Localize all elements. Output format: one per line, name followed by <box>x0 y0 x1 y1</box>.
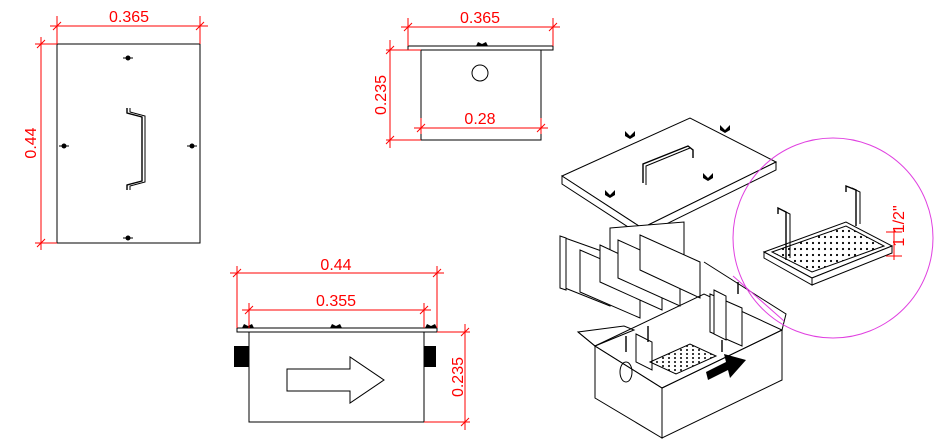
front-wing-nut <box>476 42 488 46</box>
dim-label-top-width: 0.365 <box>109 9 149 26</box>
flow-arrow-icon <box>286 356 385 404</box>
top-view-lid-outline <box>56 43 201 244</box>
basket-handle-left <box>777 206 787 260</box>
side-view: 0.44 0.355 0.235 <box>230 257 470 430</box>
dim-label-side-length: 0.44 <box>320 257 351 274</box>
iso-strainer-plate <box>648 343 718 375</box>
dim-front-height <box>385 40 421 148</box>
wing-nut-left <box>59 143 69 149</box>
dim-label-front-inner-width: 0.28 <box>464 111 495 128</box>
dim-label-basket-height: 1 1/2" <box>891 205 908 246</box>
basket-handle-right <box>845 184 857 226</box>
iso-wing-nut-4 <box>703 173 713 181</box>
isometric-assembly <box>559 117 787 439</box>
detail-circle <box>732 137 934 339</box>
side-body <box>248 332 425 423</box>
iso-body <box>576 261 787 439</box>
inlet-pipe <box>234 346 249 367</box>
iso-wing-nut-3 <box>605 190 615 198</box>
dim-label-front-width: 0.365 <box>460 10 500 27</box>
outlet-pipe <box>424 346 436 367</box>
front-view: 0.365 0.28 0.235 <box>373 10 560 148</box>
dim-label-top-height: 0.44 <box>23 127 40 158</box>
dim-side-inner-length <box>242 303 431 328</box>
dim-basket-height <box>886 228 902 260</box>
front-body <box>420 50 542 141</box>
iso-wing-nut-2 <box>720 125 730 133</box>
lid-handle <box>126 108 143 190</box>
dim-side-height <box>424 324 470 430</box>
basket-perforated-floor <box>770 225 886 273</box>
side-wing-nut-2 <box>330 324 342 328</box>
iso-inlet-hole <box>619 361 633 383</box>
iso-wing-nut-1 <box>625 131 635 139</box>
front-outlet-hole <box>471 64 489 82</box>
iso-baffles <box>559 221 701 319</box>
iso-lid-handle <box>642 145 694 183</box>
detail-leader-line <box>732 275 785 322</box>
dim-front-width <box>401 18 560 46</box>
side-lid <box>236 327 438 333</box>
iso-lid <box>560 117 778 237</box>
side-wing-nut-1 <box>242 324 254 328</box>
dim-top-height <box>35 37 57 250</box>
dim-side-length <box>230 266 444 328</box>
wing-nut-top <box>123 55 133 61</box>
dim-label-side-inner-length: 0.355 <box>316 293 356 310</box>
basket-detail: 1 1/2" <box>732 137 934 339</box>
front-lid <box>407 45 554 51</box>
side-wing-nut-3 <box>425 324 437 328</box>
top-view: 0.365 0.44 <box>23 9 208 250</box>
wing-nut-right <box>187 143 197 149</box>
flow-arrow-iso-icon <box>706 354 746 380</box>
dim-top-width <box>50 16 208 44</box>
dim-front-inner-width <box>414 118 548 134</box>
wing-nut-bottom <box>123 235 133 241</box>
dim-label-front-height: 0.235 <box>373 75 390 115</box>
dim-label-side-height: 0.235 <box>450 357 467 397</box>
